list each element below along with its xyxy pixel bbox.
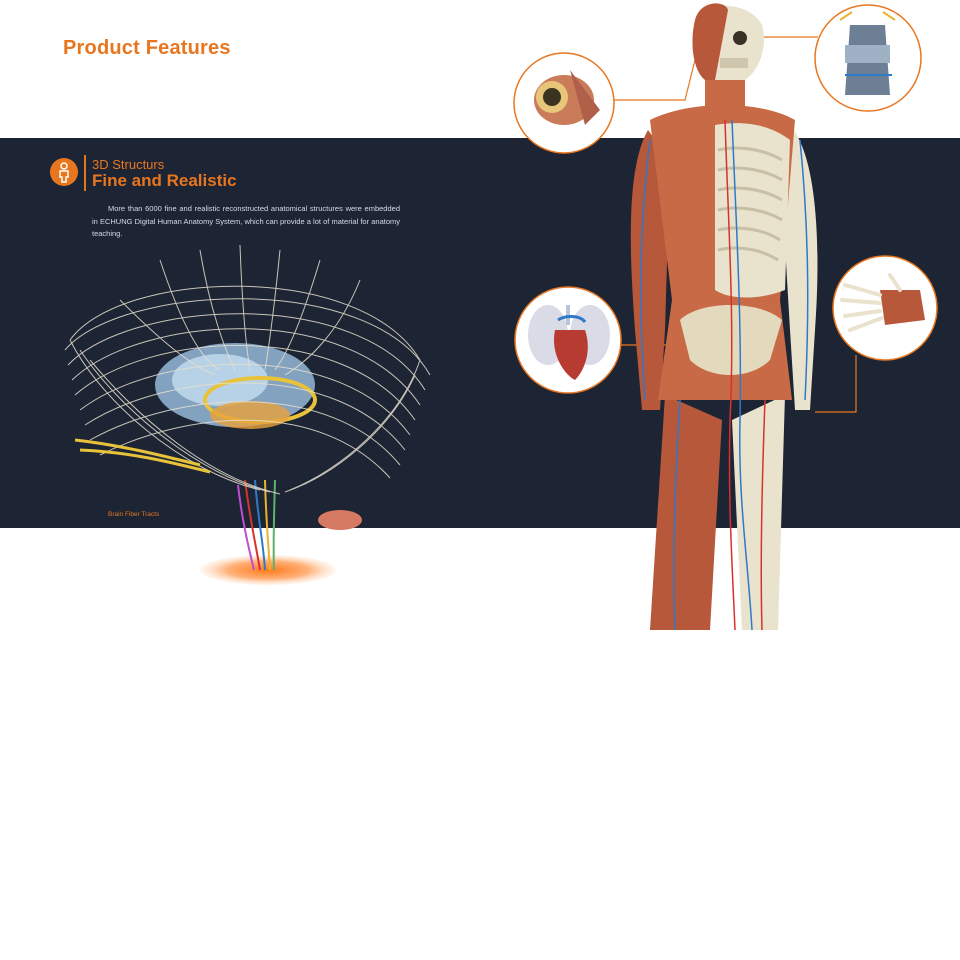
brain-fiber-illustration — [64, 244, 431, 585]
section-eyebrow: 3D Structurs — [92, 157, 165, 172]
person-icon — [50, 158, 78, 186]
brain-icon — [839, 11, 896, 95]
eye-detail-callout — [513, 52, 615, 154]
heart-icon — [528, 305, 610, 380]
figure-caption: Brain Fiber Tracts — [108, 511, 160, 518]
section-body: More than 6000 fine and realistic recons… — [92, 204, 400, 238]
human-body-model — [630, 3, 818, 631]
hand-icon — [840, 273, 925, 332]
page-title: Product Features — [63, 37, 231, 59]
heart-lung-detail-callout — [514, 286, 622, 394]
hand-detail-callout — [832, 255, 938, 361]
brain-bottom-detail-callout — [814, 4, 922, 112]
section-divider — [84, 155, 86, 191]
anatomy-illustration — [513, 3, 938, 631]
section-heading: Fine and Realistic — [92, 171, 237, 190]
eye-icon — [534, 70, 600, 125]
